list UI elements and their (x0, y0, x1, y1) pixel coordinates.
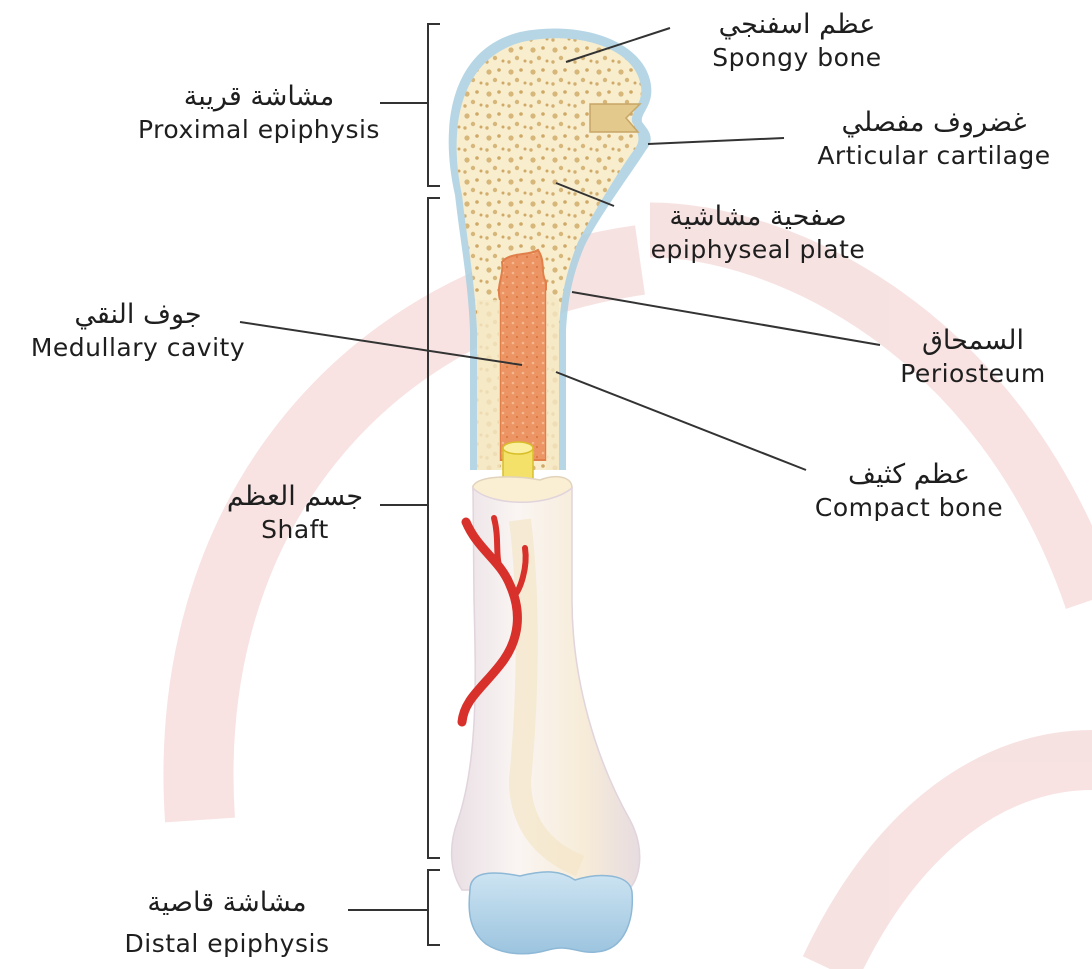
label-compact-bone-ar: عظم كثيف (786, 458, 1032, 492)
region-brackets (428, 24, 440, 945)
label-epiphyseal-plate-ar: صفحية مشاشية (608, 200, 908, 234)
label-compact-bone: عظم كثيف Compact bone (786, 458, 1032, 523)
label-shaft-en: Shaft (210, 514, 380, 545)
label-periosteum-ar: السمحاق (868, 324, 1078, 358)
label-periosteum: السمحاق Periosteum (868, 324, 1078, 389)
label-distal-epiphysis-ar: مشاشة قاصية (92, 886, 362, 920)
label-articular-cartilage: غضروف مفصلي Articular cartilage (784, 106, 1084, 171)
label-articular-cartilage-ar: غضروف مفصلي (784, 106, 1084, 140)
label-proximal-epiphysis: مشاشة قريبة Proximal epiphysis (100, 80, 418, 145)
label-epiphyseal-plate: صفحية مشاشية epiphyseal plate (608, 200, 908, 265)
label-shaft-ar: جسم العظم (210, 480, 380, 514)
label-spongy-bone: عظم اسفنجي Spongy bone (672, 8, 922, 73)
compact-bone-wall-left (477, 300, 500, 470)
label-distal-epiphysis: مشاشة قاصية Distal epiphysis (92, 886, 362, 959)
label-proximal-epiphysis-en: Proximal epiphysis (100, 114, 418, 145)
label-epiphyseal-plate-en: epiphyseal plate (608, 234, 908, 265)
label-periosteum-en: Periosteum (868, 358, 1078, 389)
label-proximal-epiphysis-ar: مشاشة قريبة (100, 80, 418, 114)
label-medullary-cavity-ar: جوف النقي (0, 298, 276, 332)
label-medullary-cavity-en: Medullary cavity (0, 332, 276, 363)
label-spongy-bone-ar: عظم اسفنجي (672, 8, 922, 42)
label-distal-epiphysis-en: Distal epiphysis (92, 928, 362, 959)
label-shaft: جسم العظم Shaft (210, 480, 380, 545)
label-compact-bone-en: Compact bone (786, 492, 1032, 523)
label-spongy-bone-en: Spongy bone (672, 42, 922, 73)
medullary-cavity-shape (499, 250, 546, 460)
compact-bone-wall-right (546, 290, 559, 470)
label-articular-cartilage-en: Articular cartilage (784, 140, 1084, 171)
distal-cartilage-shape (469, 872, 632, 954)
label-medullary-cavity: جوف النقي Medullary cavity (0, 298, 276, 363)
